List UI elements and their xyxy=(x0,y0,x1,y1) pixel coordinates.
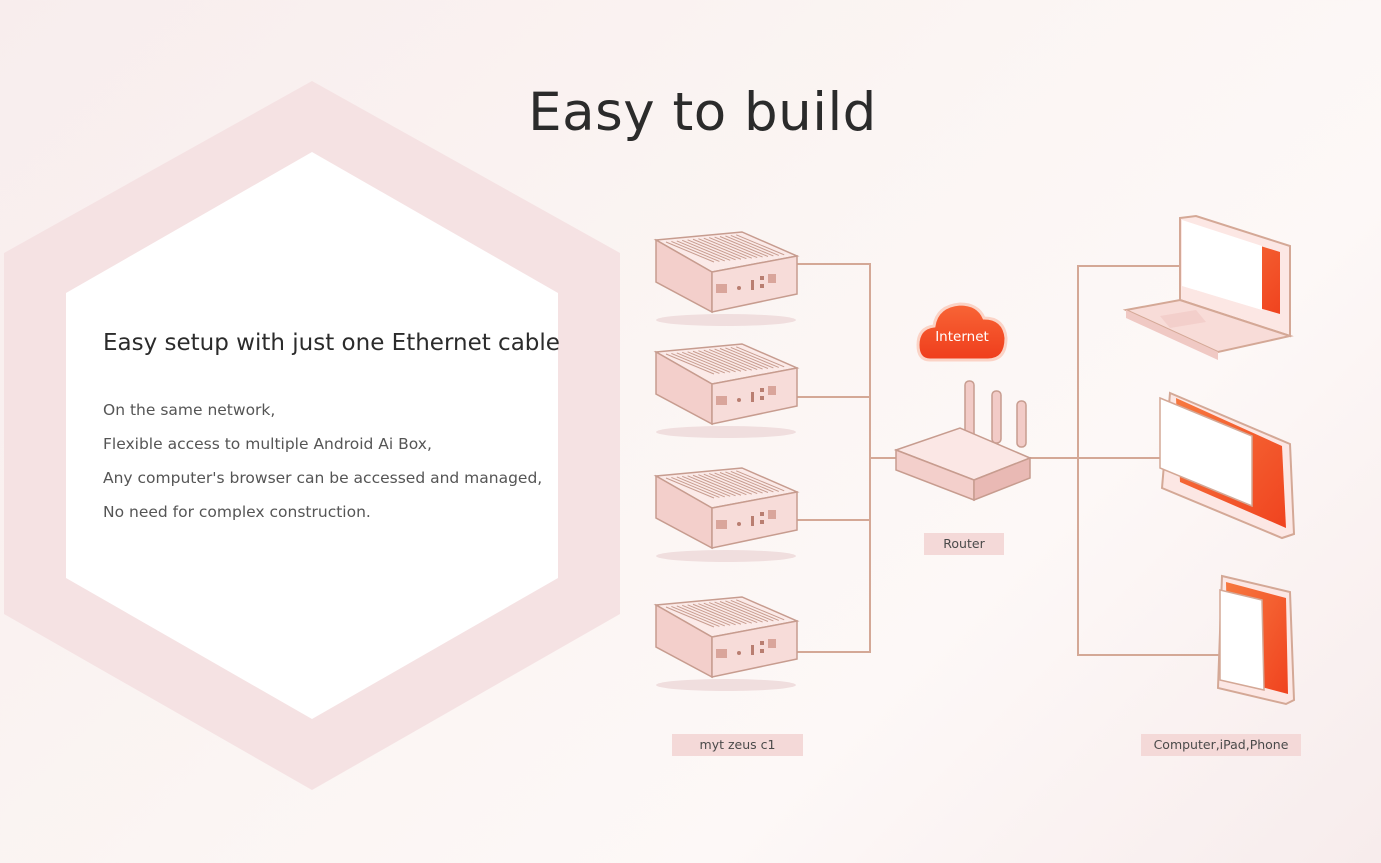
page-title: Easy to build xyxy=(528,82,877,143)
device-connections xyxy=(797,263,900,653)
feature-heading: Easy setup with just one Ethernet cable xyxy=(103,330,560,356)
device-label: myt zeus c1 xyxy=(672,734,803,756)
laptop-icon xyxy=(1122,214,1294,360)
mini-pc-icon xyxy=(653,343,800,438)
clients-label: Computer,iPad,Phone xyxy=(1141,734,1301,756)
feature-card: Easy setup with just one Ethernet cable … xyxy=(103,330,573,536)
internet-label: Internet xyxy=(935,329,989,345)
mini-pc-icon xyxy=(653,596,800,691)
phone-icon xyxy=(1216,574,1296,706)
feature-line-4: No need for complex construction. xyxy=(103,503,371,521)
tablet-icon xyxy=(1159,391,1296,540)
feature-line-2: Flexible access to multiple Android Ai B… xyxy=(103,435,432,453)
mini-pc-icon xyxy=(653,467,800,562)
feature-line-1: On the same network, xyxy=(103,401,276,419)
device-group xyxy=(653,231,800,691)
mini-pc-icon xyxy=(653,231,800,326)
hexagon-inner xyxy=(66,152,558,719)
client-connections xyxy=(1030,265,1222,656)
router-label: Router xyxy=(924,533,1004,555)
cloud-icon xyxy=(916,302,1008,362)
feature-line-3: Any computer's browser can be accessed a… xyxy=(103,469,543,487)
router-icon xyxy=(893,380,1032,502)
